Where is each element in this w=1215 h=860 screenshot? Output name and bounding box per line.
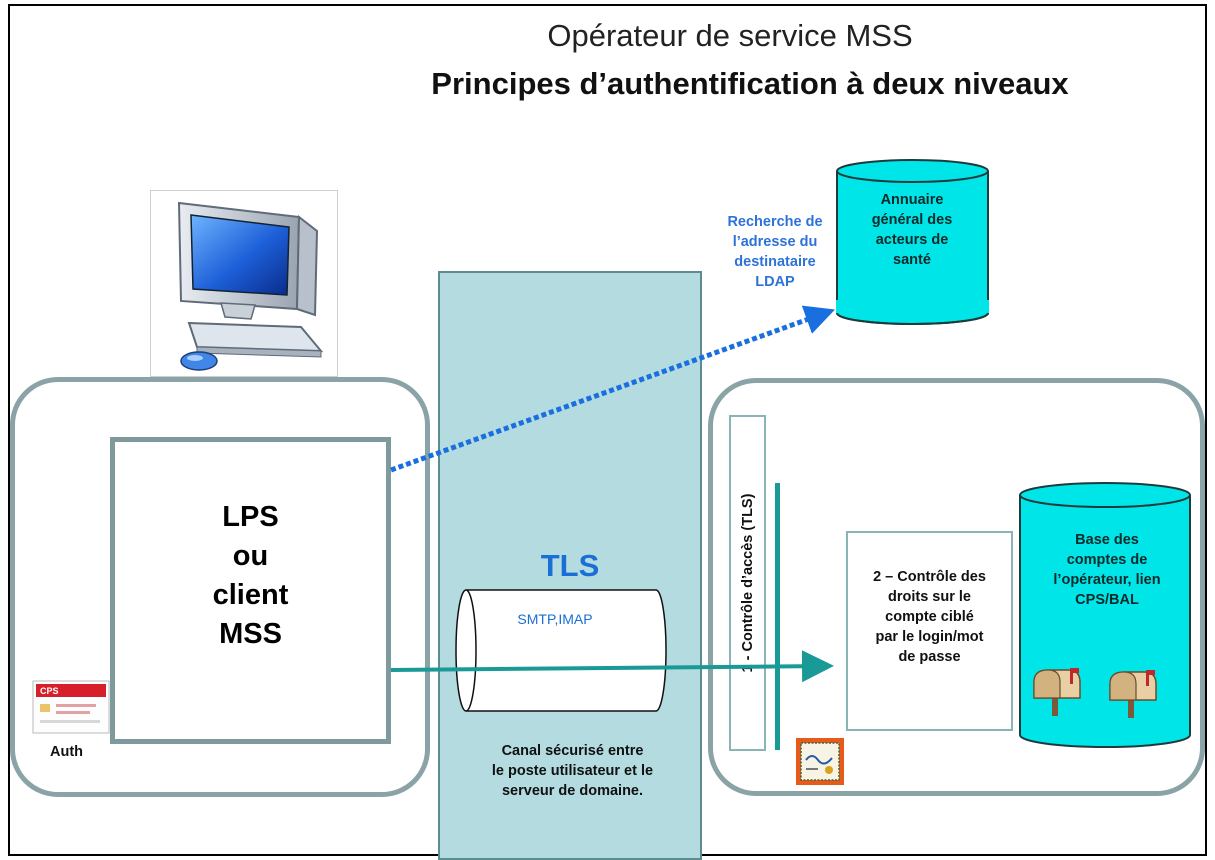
accounts-db-label: Base des comptes de l’opérateur, lien CP…: [1028, 530, 1186, 610]
directory-label-line: acteurs de: [875, 232, 949, 248]
lps-label-line: client: [212, 579, 289, 611]
mailbox-icon: [1033, 668, 1081, 716]
lps-label-line: ou: [232, 540, 269, 572]
secure-channel-band: [438, 271, 702, 860]
channel-caption-line: le poste utilisateur et le: [491, 763, 654, 779]
smart-card-icon: CPS: [32, 680, 110, 734]
access-control-box: [729, 415, 766, 751]
directory-label-line: santé: [893, 252, 931, 268]
tls-flow-arrow: [390, 650, 834, 683]
directory-label: Annuaire général des acteurs de santé: [842, 190, 982, 270]
accounts-db-line: Base des: [1075, 532, 1139, 548]
card-text: CPS: [40, 686, 59, 696]
ldap-lookup-line: LDAP: [755, 274, 795, 290]
channel-caption-line: serveur de domaine.: [501, 783, 644, 799]
tls-pipe: [455, 589, 667, 712]
rights-control-line: de passe: [898, 649, 961, 665]
accounts-db-cylinder: [1019, 482, 1191, 748]
channel-caption-line: Canal sécurisé entre: [501, 743, 644, 759]
directory-cylinder: [836, 159, 989, 325]
lps-client-box: [110, 437, 391, 744]
channel-caption: Canal sécurisé entre le poste utilisateu…: [450, 741, 695, 801]
ldap-lookup-line: destinataire: [734, 254, 816, 270]
accounts-db-line: comptes de: [1066, 552, 1148, 568]
accounts-db-line: l’opérateur, lien: [1053, 572, 1161, 588]
directory-label-line: Annuaire: [880, 192, 944, 208]
rights-control-line: droits sur le: [888, 589, 971, 605]
desktop-computer-icon: [150, 190, 338, 377]
tls-title: TLS: [540, 548, 600, 583]
directory-label-line: général des: [871, 212, 953, 228]
lps-label-line: LPS: [222, 501, 279, 533]
ldap-dotted-arrow: [390, 305, 836, 473]
title-line-1: Opérateur de service MSS: [547, 18, 913, 53]
operator-group-box: [708, 378, 1205, 796]
lps-client-label: LPS ou client MSS: [110, 498, 391, 654]
client-group-box: [10, 377, 430, 797]
ldap-lookup-line: Recherche de: [727, 214, 823, 230]
lps-label-line: MSS: [219, 618, 282, 650]
rights-control-label: 2 – Contrôle des droits sur le compte ci…: [846, 567, 1013, 667]
ldap-lookup-label: Recherche de l’adresse du destinataire L…: [700, 212, 850, 292]
protocols-label: SMTP,IMAP: [517, 611, 593, 627]
certificate-icon: [796, 738, 844, 785]
rights-control-box: [846, 531, 1013, 731]
mailbox-icon: [1109, 670, 1157, 718]
title-line-2: Principes d’authentification à deux nive…: [431, 66, 1069, 101]
auth-label: Auth: [50, 744, 84, 760]
rights-control-line: 2 – Contrôle des: [873, 569, 986, 585]
rights-control-line: compte ciblé: [885, 609, 974, 625]
access-control-barrier: [775, 483, 780, 750]
rights-control-line: par le login/mot: [875, 629, 984, 645]
accounts-db-line: CPS/BAL: [1075, 592, 1139, 608]
ldap-lookup-line: l’adresse du: [732, 234, 818, 250]
